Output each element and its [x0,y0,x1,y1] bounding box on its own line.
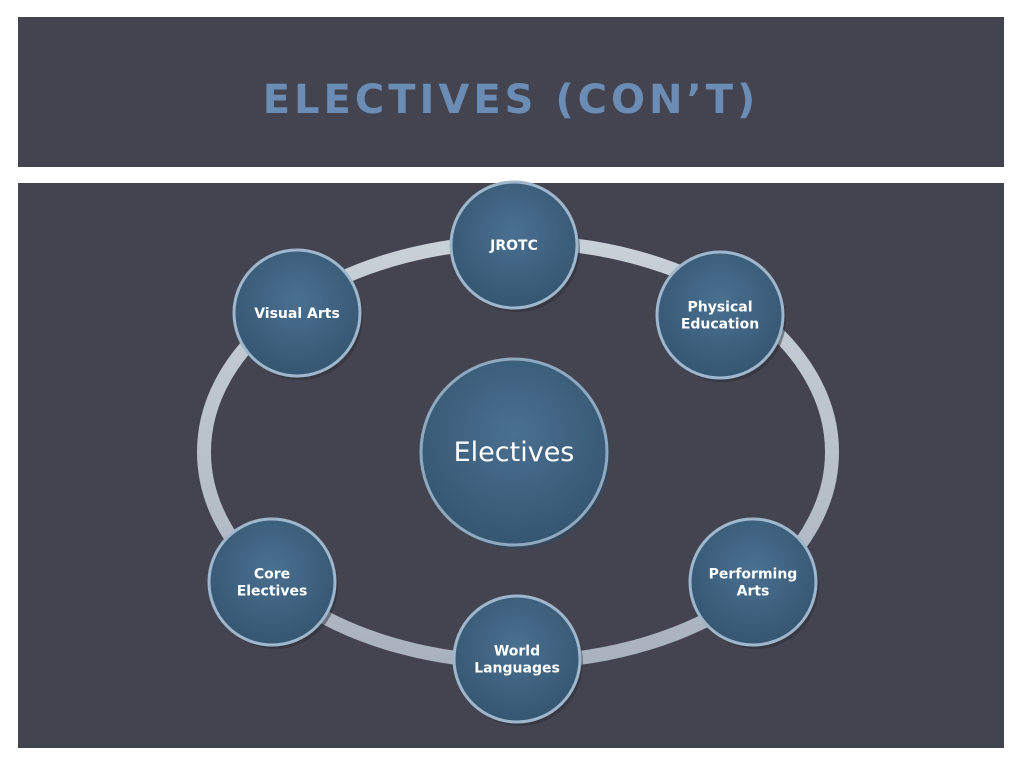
node-label: Arts [737,584,770,600]
node-label: World [494,644,540,660]
node-label: Languages [474,661,560,677]
node-circle [449,180,579,310]
node-circle [688,517,818,647]
node-label: Electives [237,584,308,600]
node-circle [655,250,785,380]
node-visual-arts: Visual Arts [232,248,363,380]
node-label: Performing [709,567,798,583]
node-label: Visual Arts [254,306,340,322]
node-circle [232,248,362,378]
node-circle [207,517,337,647]
slide-title: ELECTIVES (CON’T) [262,77,760,123]
node-label: Education [681,317,759,333]
center-node: Electives [419,357,610,549]
node-label: Core [254,567,290,583]
node-jrotc: JROTC [449,180,580,312]
center-node-label: Electives [454,437,575,468]
node-label: Physical [687,300,752,316]
title-band: ELECTIVES (CON’T) [18,17,1004,167]
node-label: JROTC [489,238,538,254]
node-circle [452,594,582,724]
